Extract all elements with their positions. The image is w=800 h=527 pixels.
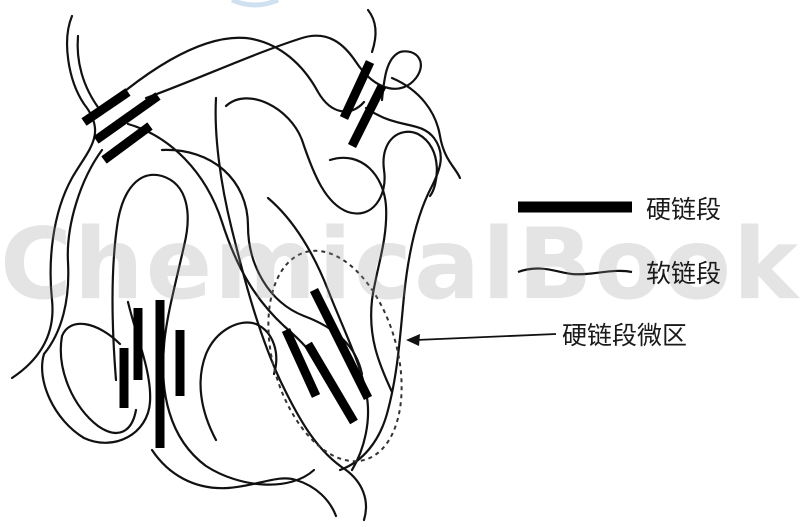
hard-segment-bar [339,60,375,120]
legend-soft-segment-swatch [517,267,633,276]
domain-pointer-line [415,333,557,341]
hard-segments [81,60,387,448]
soft-segment-chains [10,8,462,522]
soft-chain-right-mid [328,156,394,394]
hard-segment-bar [347,83,387,149]
soft-chain-bottom-left [59,322,138,434]
soft-chain-upper-right [224,97,438,215]
soft-chain-left-outer [10,14,97,380]
hard-segment-bar [309,287,373,401]
soft-chain-right-top-loop [366,8,377,54]
soft-chain-top-arc [96,36,366,116]
hard-segment-bar [81,88,131,126]
domain-pointer-arrowhead [406,334,420,346]
soft-chain-right-column [338,106,442,472]
soft-chain-top-crossing [144,34,422,102]
legend-label-hard-segment: 硬链段 [646,195,722,224]
hard-segment-bar [304,341,358,425]
legend-label-hard-domain: 硬链段微区 [562,321,688,350]
hard-domain-dashed-ellipse [267,249,403,463]
soft-chain-center-long [214,96,368,522]
hard-segment-bar [101,122,153,164]
soft-chain-upper-left-tail [76,34,102,112]
soft-chain-left-loop [41,148,152,444]
soft-chain-mid-wave [199,321,278,442]
soft-chain-right-edge [390,76,462,180]
soft-chain-right-flow [266,196,370,472]
hard-segment-bar [93,92,161,144]
hard-segment-bar [281,328,321,398]
soft-chain-center-loop [111,173,316,486]
legend-label-soft-segment: 软链段 [646,259,722,288]
soft-chain-middle-s [160,148,364,376]
soft-chain-bottom-tail [150,448,338,518]
top-blue-mark [231,0,279,8]
